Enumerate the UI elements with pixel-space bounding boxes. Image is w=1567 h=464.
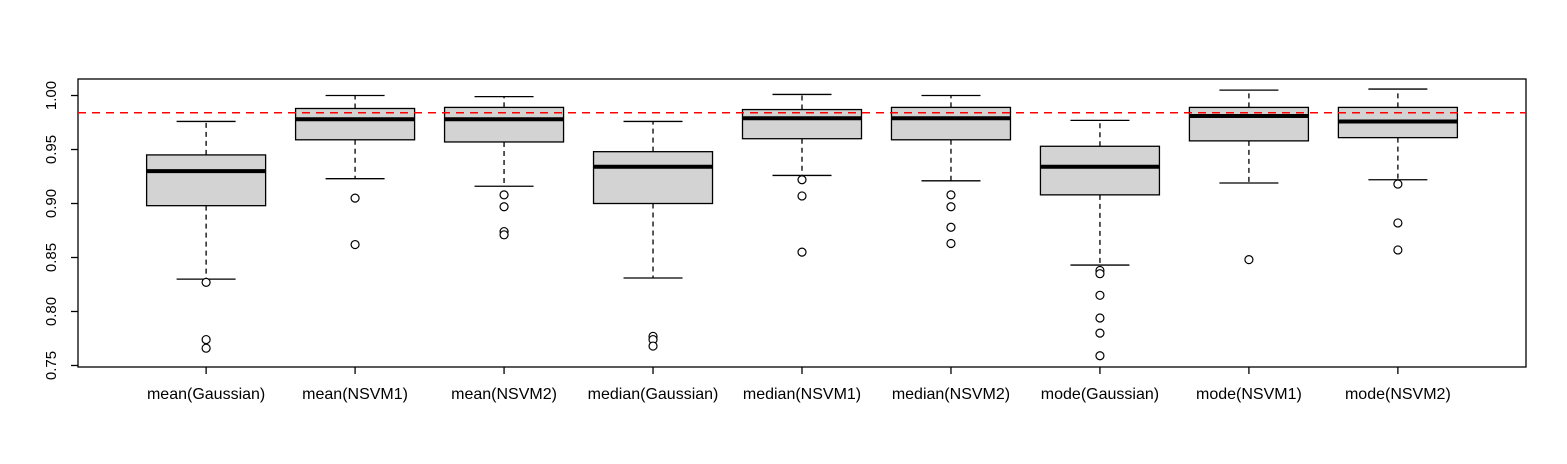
outlier-point — [1095, 290, 1105, 300]
y-axis-tick-label: 1.00 — [43, 81, 60, 110]
outlier-point — [1095, 351, 1105, 361]
boxplot-box-2 — [294, 94, 416, 250]
outlier-point — [350, 193, 360, 203]
outlier-point — [1095, 328, 1105, 338]
outlier-point — [201, 334, 211, 345]
plot-frame — [77, 78, 1527, 368]
outlier-point — [946, 222, 956, 232]
iqr-box — [741, 108, 863, 140]
outlier-point — [1393, 218, 1403, 228]
outlier-point — [499, 190, 509, 200]
outlier-point — [797, 191, 807, 201]
boxplot-box-1 — [145, 120, 267, 353]
iqr-box — [592, 151, 714, 205]
outlier-point — [797, 247, 807, 257]
y-axis-tick-label: 0.85 — [43, 243, 60, 272]
outlier-point — [499, 202, 509, 212]
iqr-box — [1039, 145, 1161, 196]
x-axis-category-label: mode(NSVM1) — [1196, 386, 1302, 403]
x-axis-category-label: mode(Gaussian) — [1041, 386, 1159, 403]
x-axis-category-label: mean(NSVM1) — [302, 386, 408, 403]
outlier-point — [350, 239, 360, 250]
outlier-point — [1095, 269, 1105, 279]
x-axis-category-label: mode(NSVM2) — [1345, 386, 1451, 403]
iqr-box — [294, 107, 416, 141]
outlier-point — [499, 230, 509, 240]
outlier-point — [946, 238, 956, 249]
y-axis-tick-label: 0.90 — [43, 189, 60, 218]
boxplot-box-7 — [1039, 119, 1161, 361]
x-axis-category-label: mean(NSVM2) — [451, 386, 557, 403]
outlier-point — [1393, 179, 1403, 189]
outlier-point — [648, 341, 658, 351]
outlier-point — [797, 175, 807, 185]
boxplot-box-4 — [592, 120, 714, 351]
outlier-point — [1095, 313, 1105, 323]
x-axis-category-label: median(NSVM2) — [892, 386, 1010, 403]
outlier-point — [1244, 255, 1254, 265]
outlier-point — [946, 190, 956, 200]
iqr-box — [145, 154, 267, 207]
y-axis-tick-label: 0.75 — [43, 351, 60, 380]
outlier-point — [201, 343, 211, 353]
y-axis-tick-label: 0.95 — [43, 135, 60, 164]
boxplot-box-5 — [741, 93, 863, 257]
outlier-point — [946, 202, 956, 212]
x-axis-category-label: median(Gaussian) — [588, 386, 719, 403]
x-axis-category-label: mean(Gaussian) — [147, 386, 265, 403]
iqr-box — [1188, 106, 1310, 142]
y-axis-tick-label: 0.80 — [43, 297, 60, 326]
outlier-point — [1393, 245, 1403, 255]
x-axis-category-label: median(NSVM1) — [743, 386, 861, 403]
outlier-point — [201, 277, 211, 287]
